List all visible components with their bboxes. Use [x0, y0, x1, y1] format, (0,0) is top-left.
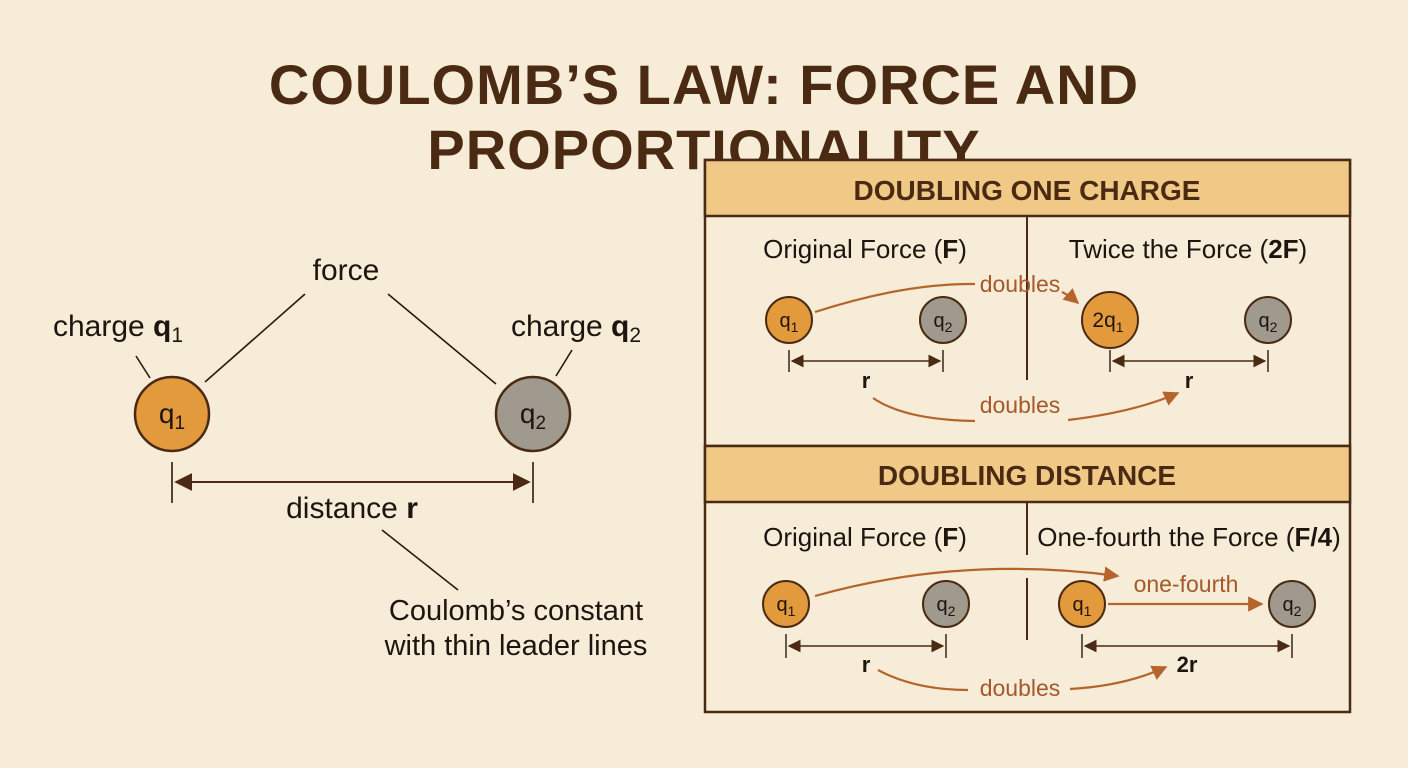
s2-right-q1-circle [1058, 580, 1106, 628]
force-label: force [313, 254, 380, 287]
s2-left-q1-circle [762, 580, 810, 628]
charge1-label: charge q1 [53, 310, 183, 347]
charge2-leader [555, 349, 573, 377]
header-doubling-distance: DOUBLING DISTANCE [878, 460, 1176, 491]
page-title: COULOMB’S LAW: FORCE AND PROPORTIONALITY [268, 53, 1140, 181]
s1-top-curve-arrow-tail [1061, 288, 1080, 305]
s1-left-q2-circle [919, 296, 967, 344]
s2-left-q2-circle [922, 580, 970, 628]
charge2-label: charge q2 [511, 310, 641, 347]
caption-twice-force: Twice the Force (2F) [1069, 234, 1307, 264]
s2-bottom-curve-arrow-tail [1069, 665, 1168, 691]
distance-label: distance r [286, 492, 418, 525]
header-doubling-distance-bg [703, 444, 1352, 504]
s2-bottom-curve-arrow [877, 669, 969, 692]
panel-frame [703, 158, 1352, 714]
s1-top-curve-arrow [814, 282, 976, 314]
s1-bottom-curve-arrow [872, 397, 976, 423]
s1-right-q2-circle [1244, 296, 1292, 344]
s1-right-distance: r [1185, 368, 1194, 393]
s1-top-arrow-label: doubles [980, 271, 1061, 297]
s1-left-q1: q1 [780, 310, 799, 335]
s1-right-q2: q2 [1259, 310, 1278, 335]
s1-bottom-arrow-label: doubles [980, 392, 1061, 418]
caption-one-fourth-force: One-fourth the Force (F/4) [1037, 522, 1340, 552]
s1-bottom-curve-arrow-tail [1067, 391, 1180, 422]
s2-right-q2-circle [1268, 580, 1316, 628]
s2-right-q1: q1 [1073, 594, 1092, 619]
force-leader-left [204, 293, 306, 383]
charge2-circle [494, 375, 572, 453]
s2-left-q1: q1 [777, 594, 796, 619]
s2-top-curve-arrow [814, 566, 1120, 598]
s2-top-arrow-label: one-fourth [1134, 571, 1239, 597]
caption-original-force-2: Original Force (F) [763, 522, 967, 552]
s1-right-q1-circle [1081, 291, 1139, 349]
caption-original-force-1: Original Force (F) [763, 234, 967, 264]
s2-left-q2: q2 [937, 594, 956, 619]
distance-leader [381, 529, 459, 591]
charge1-circle [133, 375, 211, 453]
charge2-symbol: q2 [520, 398, 546, 434]
s1-left-distance: r [862, 368, 871, 393]
charge1-symbol: q1 [159, 398, 185, 434]
s2-left-distance: r [862, 652, 871, 677]
s1-right-q1: 2q1 [1092, 309, 1123, 335]
constant-note-line1: Coulomb’s constant [389, 595, 643, 627]
coulomb-diagram: force charge q1 charge q2 q1 q2 distance… [53, 254, 648, 662]
charge1-leader [135, 355, 151, 379]
force-leader-right [387, 293, 497, 385]
s1-left-q1-circle [765, 296, 813, 344]
s2-right-distance: 2r [1177, 652, 1198, 677]
s1-left-q2: q2 [934, 310, 953, 335]
constant-note-line2: with thin leader lines [384, 630, 648, 662]
s2-right-q2: q2 [1283, 594, 1302, 619]
s2-bottom-arrow-label: doubles [980, 675, 1061, 701]
